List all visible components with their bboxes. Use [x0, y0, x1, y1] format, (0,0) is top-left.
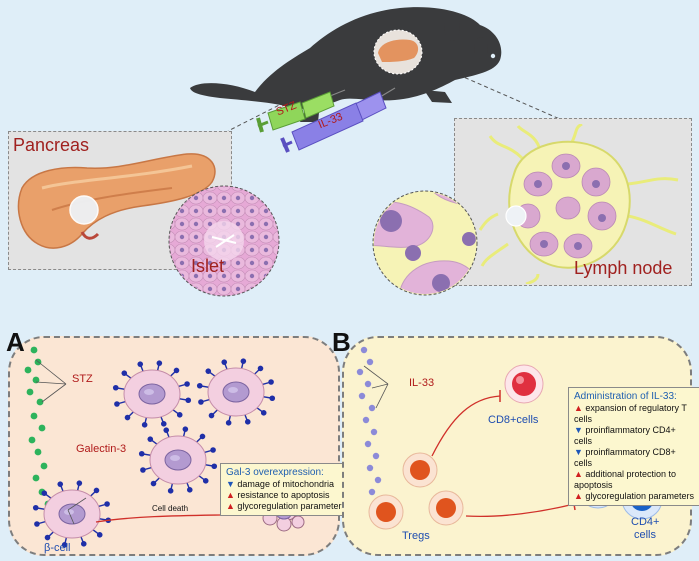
islet-label: Islet: [191, 256, 225, 276]
il33-dot: [364, 440, 372, 448]
beta-cell-label: β-cell: [44, 542, 71, 554]
cd8-label: CD8+cells: [488, 414, 539, 426]
panel-b-legend-item-text: proinflammatory CD8+ cells: [574, 447, 676, 468]
cell-death-label: Cell death: [152, 504, 189, 513]
cd4-label-line1: CD4+: [631, 516, 660, 528]
galectin-dot: [30, 346, 38, 354]
il33-dot: [366, 358, 374, 366]
galectin-dot: [30, 412, 38, 420]
beta-cell-icon: [32, 480, 112, 548]
il33-dot: [360, 346, 368, 354]
il33-dot: [356, 368, 364, 376]
increase-icon: ▲: [226, 501, 238, 511]
panel-b-legend-item-text: proinflammatory CD4+ cells: [574, 425, 676, 446]
decrease-icon: ▼: [226, 479, 238, 489]
galectin-dot: [40, 462, 48, 470]
il33-dot: [372, 452, 380, 460]
increase-icon: ▲: [574, 403, 586, 413]
panel-b-legend-item: ▲ glycoregulation parameters: [574, 491, 696, 502]
galectin-dot: [32, 376, 40, 384]
panel-b-legend-item: ▼ proinflammatory CD4+ cells: [574, 425, 696, 447]
galectin-dot: [36, 398, 44, 406]
panel-b-legend-item-text: additional protection to apoptosis: [574, 469, 676, 490]
galectin-dot: [32, 474, 40, 482]
treg-cell-icon: [368, 452, 464, 530]
mouse-silhouette-icon: [190, 7, 502, 122]
il33-dot: [368, 488, 376, 496]
panel-b-legend-item-text: expansion of regulatory T cells: [574, 403, 687, 424]
lymph-node-label: Lymph node: [574, 258, 673, 278]
panel-b-letter: B: [332, 327, 351, 357]
panel-a-legend: Gal-3 overexpression: ▼ damage of mitoch…: [220, 463, 358, 516]
cd4-label-line2: cells: [634, 529, 657, 541]
stz-syringe-icon: [256, 89, 346, 133]
lymph-magnifier-icon: [372, 190, 478, 296]
tregs-label: Tregs: [402, 530, 430, 542]
panel-a-diagram: [24, 346, 305, 548]
panel-a-legend-item: ▼ damage of mitochondria: [226, 479, 352, 490]
increase-icon: ▲: [226, 490, 238, 500]
beta-cell-icon: [138, 426, 218, 494]
panel-a-legend-title: Gal-3 overexpression:: [226, 467, 324, 478]
top-illustration: [124, 7, 563, 263]
galectin-dot: [34, 448, 42, 456]
increase-icon: ▲: [574, 469, 586, 479]
decrease-icon: ▼: [574, 425, 586, 435]
galectin-dot: [26, 388, 34, 396]
il33-dot: [368, 404, 376, 412]
galectin-dot: [24, 366, 32, 374]
il33-dot: [362, 416, 370, 424]
lymph-node-icon: [478, 124, 679, 284]
panel-b-il33-label: IL-33: [409, 377, 435, 389]
panel-b-legend-item: ▼ proinflammatory CD8+ cells: [574, 447, 696, 469]
il33-dot: [366, 464, 374, 472]
il33-dot: [364, 380, 372, 388]
panel-a-galectin-label: Galectin-3: [76, 443, 127, 455]
decrease-icon: ▼: [574, 447, 586, 457]
panel-a-letter: A: [6, 327, 25, 357]
beta-cell-icon: [112, 360, 192, 428]
beta-cell-icon: [196, 358, 276, 426]
il33-dot: [358, 392, 366, 400]
il33-dot: [374, 476, 382, 484]
panel-b-legend-item: ▲ expansion of regulatory T cells: [574, 403, 696, 425]
cd8-cell-icon: [504, 364, 544, 404]
panel-a-legend-item-text: glycoregulation parameters: [237, 501, 346, 511]
pancreas-organ-icon: [17, 153, 216, 249]
panel-b-legend-title: Administration of IL-33:: [574, 391, 677, 402]
islet-magnifier-icon: [168, 185, 280, 297]
panel-b-legend-item: ▲ additional protection to apoptosis: [574, 469, 696, 491]
panel-a-legend-item: ▲ glycoregulation parameters: [226, 501, 352, 512]
panel-b-legend: Administration of IL-33: ▲ expansion of …: [568, 387, 699, 506]
panel-a-legend-item: ▲ resistance to apoptosis: [226, 490, 352, 501]
panel-a-stz-label: STZ: [72, 373, 93, 385]
increase-icon: ▲: [574, 491, 586, 501]
galectin-dot: [38, 424, 46, 432]
panel-a-legend-item-text: damage of mitochondria: [237, 479, 334, 489]
il33-dot: [370, 428, 378, 436]
panel-a-legend-item-text: resistance to apoptosis: [237, 490, 330, 500]
panel-b-legend-item-text: glycoregulation parameters: [585, 491, 694, 501]
il33-syringe-icon: [280, 87, 396, 153]
galectin-dot: [28, 436, 36, 444]
pancreas-label: Pancreas: [13, 135, 90, 155]
